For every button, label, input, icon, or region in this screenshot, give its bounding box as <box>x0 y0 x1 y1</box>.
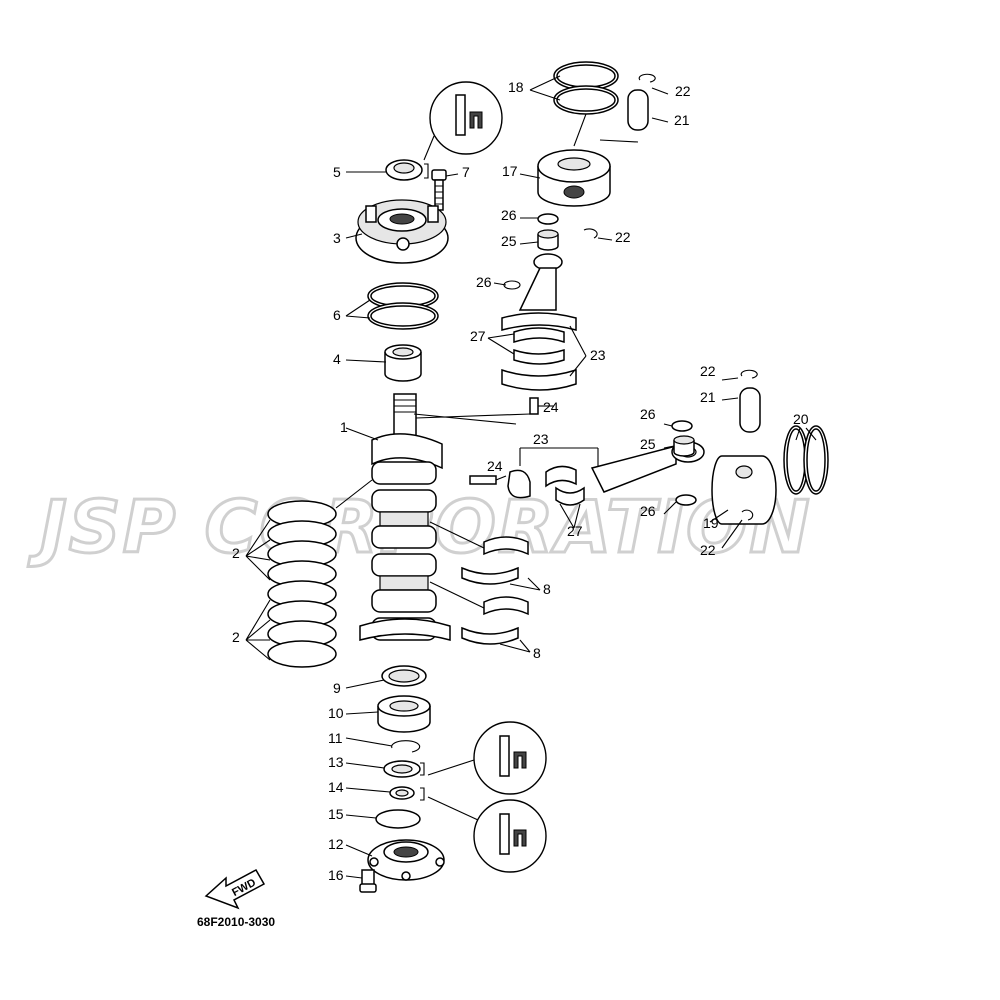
piston-pin-right <box>721 369 761 433</box>
bolt-7 <box>431 169 447 211</box>
part-label-l18: 18 <box>508 79 524 95</box>
part-label-l3: 3 <box>333 230 341 246</box>
piston-upper <box>519 149 611 207</box>
part-label-l11: 11 <box>328 730 343 746</box>
part-label-l6: 6 <box>333 307 341 323</box>
part-label-l17: 17 <box>502 163 518 179</box>
part-label-l26c: 26 <box>640 406 656 422</box>
seal-detail-callout-bottom <box>427 796 547 873</box>
part-label-l10: 10 <box>328 705 344 721</box>
lower-bearing-stack <box>377 665 431 753</box>
part-label-l24a: 24 <box>543 399 559 415</box>
part-label-l14: 14 <box>328 779 344 795</box>
part-label-l24b: 24 <box>487 458 503 474</box>
part-label-l15: 15 <box>328 806 344 822</box>
part-label-l26a: 26 <box>501 207 517 223</box>
fwd-arrow-icon: FWD <box>204 868 266 910</box>
part-label-l23a: 23 <box>590 347 606 363</box>
part-label-l16: 16 <box>328 867 344 883</box>
part-label-l5: 5 <box>333 164 341 180</box>
part-label-l21a: 21 <box>674 112 690 128</box>
piston-right <box>709 455 777 525</box>
bearing-housing <box>355 199 449 264</box>
part-label-l19: 19 <box>703 515 719 531</box>
piston-rings-right <box>783 425 829 495</box>
part-label-l22d: 22 <box>700 542 716 558</box>
part-label-l25b: 25 <box>640 436 656 452</box>
part-label-l23b: 23 <box>533 431 549 447</box>
part-label-l2a: 2 <box>232 545 240 561</box>
part-label-l7: 7 <box>462 164 470 180</box>
washers-upper <box>519 213 613 251</box>
part-label-l20: 20 <box>793 411 809 427</box>
part-label-l12: 12 <box>328 836 344 852</box>
part-label-l8a: 8 <box>543 581 551 597</box>
lower-housing <box>367 839 445 881</box>
part-label-l27a: 27 <box>470 328 486 344</box>
connecting-rod-upper <box>487 253 587 415</box>
bolt-16 <box>359 869 377 893</box>
part-label-l22a: 22 <box>675 83 691 99</box>
piston-pin-upper <box>599 73 669 143</box>
part-label-l22b: 22 <box>615 229 631 245</box>
crankshaft <box>359 393 531 641</box>
crank-webs <box>359 461 451 641</box>
crank-rings-2 <box>245 479 373 668</box>
part-number-labels: 1223456788910111213141516171819202121222… <box>232 79 809 883</box>
crank-bearings-8 <box>429 521 541 653</box>
part-label-l4: 4 <box>333 351 341 367</box>
part-label-l26d: 26 <box>640 503 656 519</box>
lower-seals <box>375 760 425 829</box>
part-label-l27b: 27 <box>567 523 583 539</box>
diagram-code: 68F2010-3030 <box>197 915 275 929</box>
part-label-l26b: 26 <box>476 274 492 290</box>
part-label-l22c: 22 <box>700 363 716 379</box>
part-label-l8b: 8 <box>533 645 541 661</box>
seal-detail-callout-middle <box>427 721 547 795</box>
washers-right <box>663 420 754 549</box>
part-label-l25a: 25 <box>501 233 517 249</box>
part-label-l2b: 2 <box>232 629 240 645</box>
seal-rings-6 <box>367 282 439 330</box>
piston-rings-upper <box>529 61 619 147</box>
part-label-l9: 9 <box>333 680 341 696</box>
part-label-l13: 13 <box>328 754 344 770</box>
part-label-l21b: 21 <box>700 389 716 405</box>
oil-seal <box>385 159 429 181</box>
needle-bearing-4 <box>384 344 422 382</box>
fwd-label: FWD <box>230 877 258 899</box>
leader-lines <box>345 171 459 879</box>
seal-detail-callout-top <box>423 81 503 161</box>
part-label-l1: 1 <box>340 419 348 435</box>
